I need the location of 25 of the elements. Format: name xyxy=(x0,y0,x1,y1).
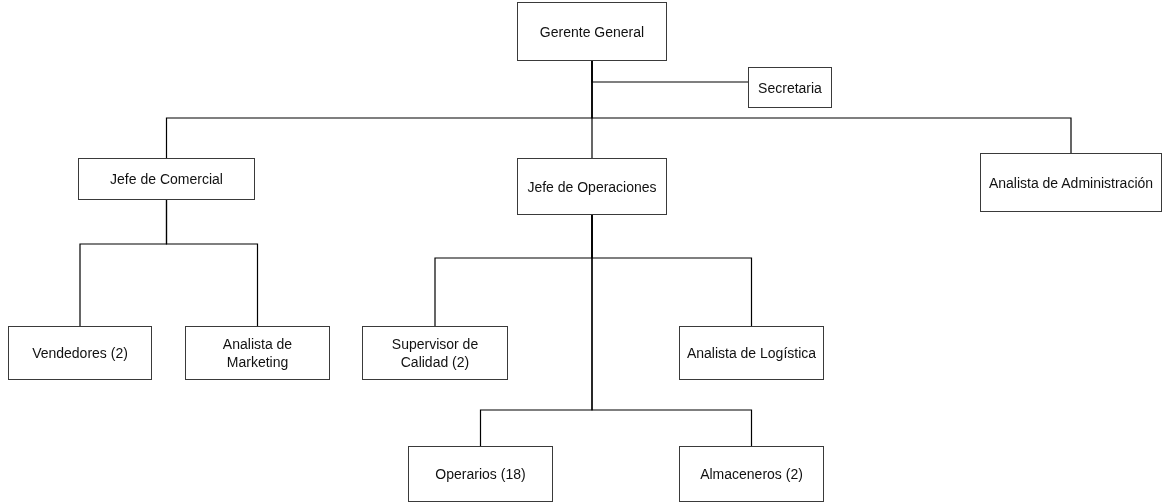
org-box xyxy=(362,326,508,380)
org-box xyxy=(679,446,824,502)
connector-line xyxy=(591,214,753,447)
org-box xyxy=(980,153,1162,212)
role-label: Jefe de Comercial xyxy=(110,170,223,188)
org-box xyxy=(748,67,832,108)
connector-line xyxy=(591,60,1072,154)
role-label: Operarios (18) xyxy=(435,465,526,483)
org-box xyxy=(517,2,667,61)
org-box xyxy=(679,326,824,380)
connector-line xyxy=(165,199,259,327)
role-label: Analista de Administración xyxy=(988,173,1154,192)
role-label: Almaceneros (2) xyxy=(700,465,803,483)
role-label: Secretaria xyxy=(758,78,822,97)
role-label: Vendedores (2) xyxy=(32,344,128,362)
role-label: Supervisor de Calidad (2) xyxy=(390,335,480,371)
org-box xyxy=(408,446,553,502)
role-label: Analista de Marketing xyxy=(221,335,294,371)
role-label: Jefe de Operaciones xyxy=(527,177,657,196)
org-box xyxy=(8,326,152,380)
role-label: Gerente General xyxy=(539,22,645,41)
org-box xyxy=(517,158,667,215)
org-box xyxy=(78,158,255,200)
org-box xyxy=(185,326,330,380)
role-label: Analista de Logística xyxy=(686,344,817,362)
